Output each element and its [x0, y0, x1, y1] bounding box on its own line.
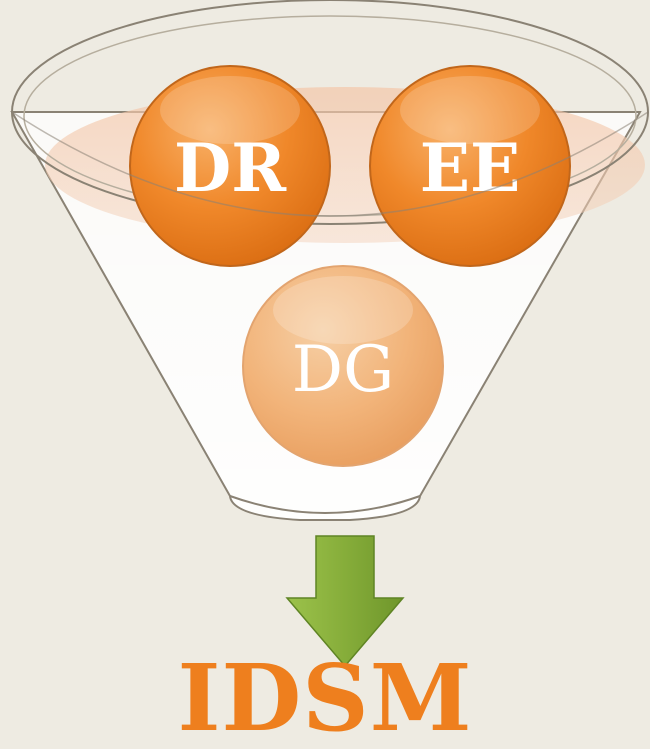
input-circle-dg: DG	[242, 265, 444, 467]
dr-label: DR	[174, 129, 287, 207]
ee-label: EE	[420, 129, 521, 207]
input-circle-ee: EE	[369, 65, 571, 267]
input-circle-dr: DR	[129, 65, 331, 267]
output-label: IDSM	[177, 644, 473, 749]
dg-label: DG	[292, 333, 394, 407]
arrow-down-icon	[285, 535, 405, 668]
